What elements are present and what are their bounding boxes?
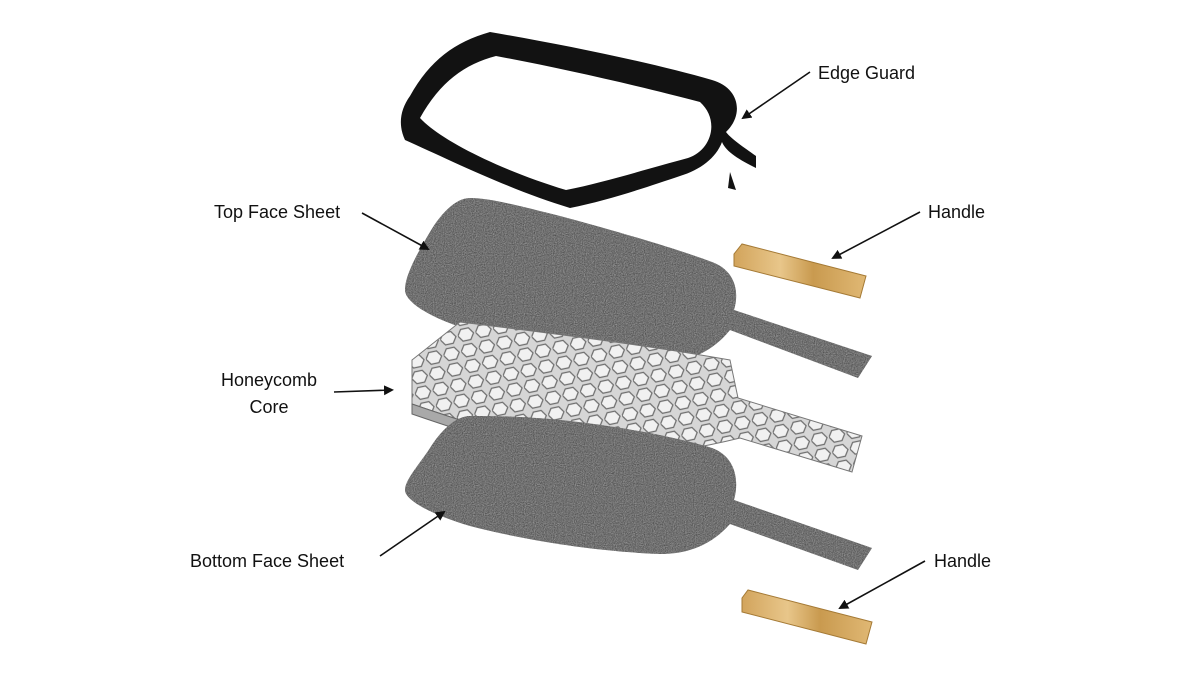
label-honeycomb-line1: Honeycomb [220,370,318,390]
label-honeycomb-core: Honeycomb Core [210,367,328,421]
handle-top [733,243,867,299]
label-top-face-sheet: Top Face Sheet [214,202,341,222]
arrow-bottom-face-sheet [379,510,446,557]
arrow-handle-bottom [838,560,926,609]
label-handle-bottom: Handle [934,551,992,571]
handle-bottom [741,589,873,645]
label-bottom-face-sheet: Bottom Face Sheet [190,551,345,571]
arrow-top-face-sheet [361,212,430,250]
edge-guard [400,32,756,208]
label-handle-top: Handle [928,202,986,222]
label-honeycomb-line2: Core [249,397,289,417]
label-edge-guard: Edge Guard [818,63,916,83]
arrow-edge-guard [741,71,811,120]
arrow-honeycomb-core [333,385,394,396]
bottom-face-sheet [405,416,872,570]
arrow-handle-top [831,211,921,259]
